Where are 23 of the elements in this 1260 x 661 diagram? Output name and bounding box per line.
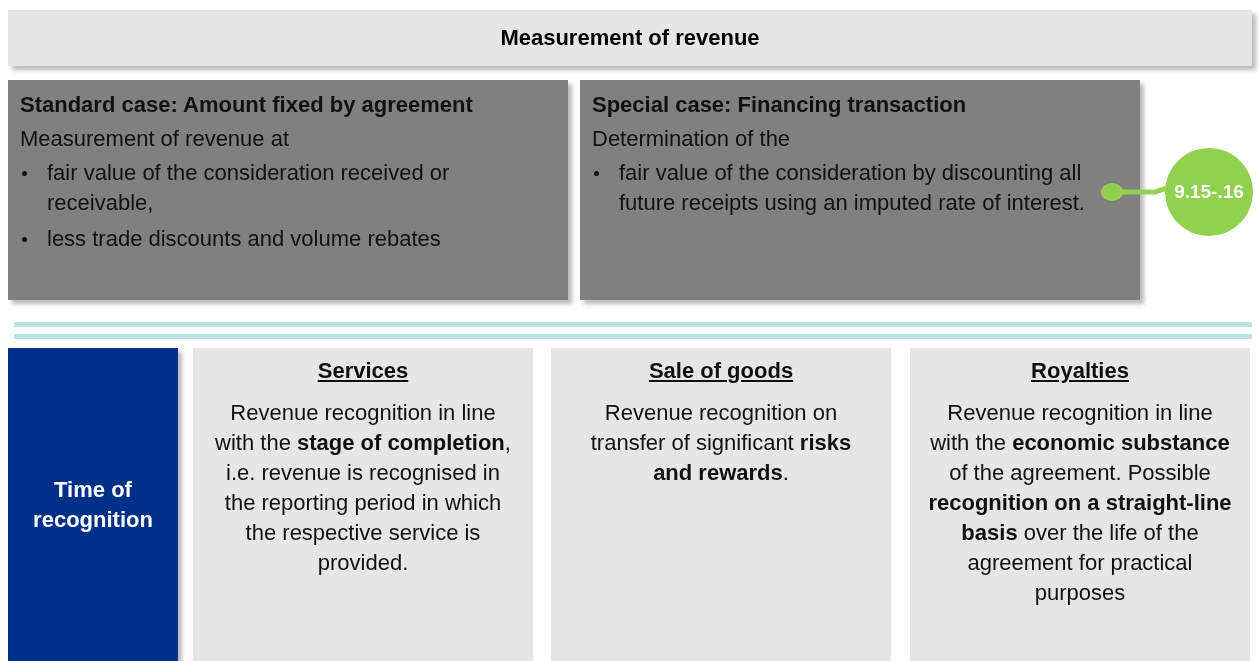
category-panel <box>551 348 891 661</box>
intro-text: Measurement of revenue at <box>20 126 291 152</box>
body-text: Revenue recognition on transfer of significant risks and rewards. <box>589 399 853 487</box>
reference-number: 9.15-.16 <box>1174 181 1244 203</box>
case-panel <box>8 80 568 300</box>
body-text: Revenue recognition in line with the economic substance of the agreement. Possible recognition on a straight-line basis over the life of the agreement for practical purposes <box>928 399 1232 607</box>
row-header <box>8 348 178 661</box>
category-panel <box>193 348 533 661</box>
panel-heading: Standard case: Amount fixed by agreement <box>20 92 474 118</box>
bullet-item: fair value of the consideration by discounting all future receipts using an imputed rate of interest. <box>619 160 1085 215</box>
bullet-item: less trade discounts and volume rebates <box>47 226 441 251</box>
column-heading: Services <box>316 357 410 385</box>
leader-line <box>1101 183 1168 201</box>
column-heading: Royalties <box>1030 357 1130 385</box>
column-heading: Sale of goods <box>647 357 795 385</box>
row-label: Time of recognition <box>32 475 154 534</box>
body-text: Revenue recognition in line with the stage of completion, i.e. revenue is recognised in the reporting period in which the respective service is provided. <box>214 399 512 577</box>
panel-heading: Special case: Financing transaction <box>592 92 968 118</box>
case-panel <box>580 80 1140 300</box>
title-text: Measurement of revenue <box>500 25 760 51</box>
category-panel <box>910 348 1250 661</box>
intro-text: Determination of the <box>592 126 792 152</box>
title-bar <box>8 10 1252 66</box>
